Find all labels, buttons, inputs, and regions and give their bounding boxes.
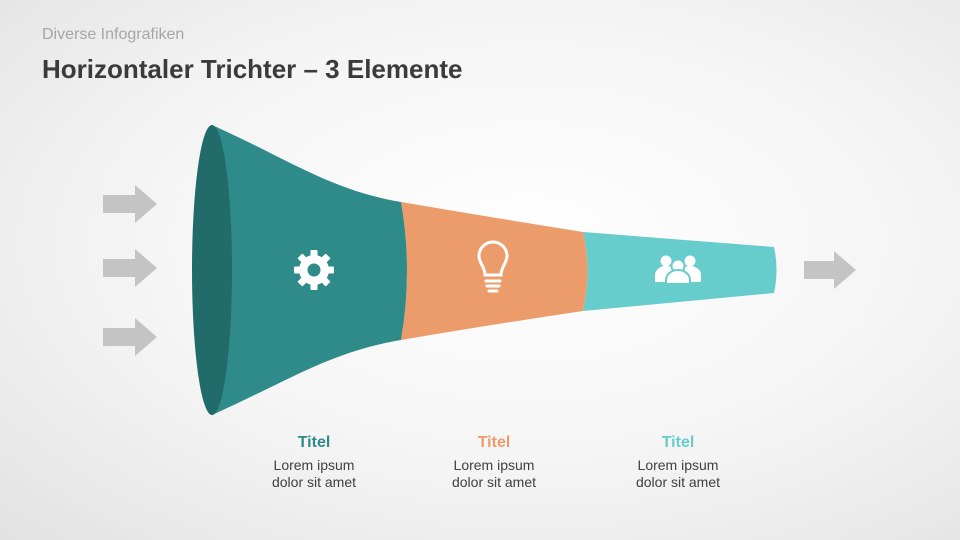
output-arrow (804, 251, 856, 289)
slide-subtitle: Diverse Infografiken (42, 26, 185, 43)
input-arrow-3 (103, 318, 157, 356)
lightbulb-icon (477, 240, 509, 293)
caption-3-line-2: dolor sit amet (635, 474, 721, 490)
caption-3-title: Titel (661, 434, 695, 451)
slide-title: Horizontaler Trichter – 3 Elemente (42, 54, 463, 84)
funnel-segment-2 (401, 202, 588, 340)
caption-1: Titel Lorem ipsum dolor sit amet (224, 434, 404, 491)
input-arrow-2 (103, 249, 157, 287)
caption-1-title: Titel (297, 434, 331, 451)
caption-2-line-1: Lorem ipsum (453, 457, 535, 473)
caption-2-title: Titel (477, 434, 511, 451)
caption-3-line-1: Lorem ipsum (637, 457, 719, 473)
caption-2: Titel Lorem ipsum dolor sit amet (404, 434, 584, 491)
caption-2-line-2: dolor sit amet (451, 474, 537, 490)
funnel-opening (192, 125, 232, 415)
gear-icon (294, 250, 334, 290)
caption-1-line-2: dolor sit amet (271, 474, 357, 490)
people-group-icon (655, 255, 701, 285)
caption-3: Titel Lorem ipsum dolor sit amet (588, 434, 768, 491)
input-arrows (103, 185, 157, 356)
caption-1-line-1: Lorem ipsum (273, 457, 355, 473)
input-arrow-1 (103, 185, 157, 223)
